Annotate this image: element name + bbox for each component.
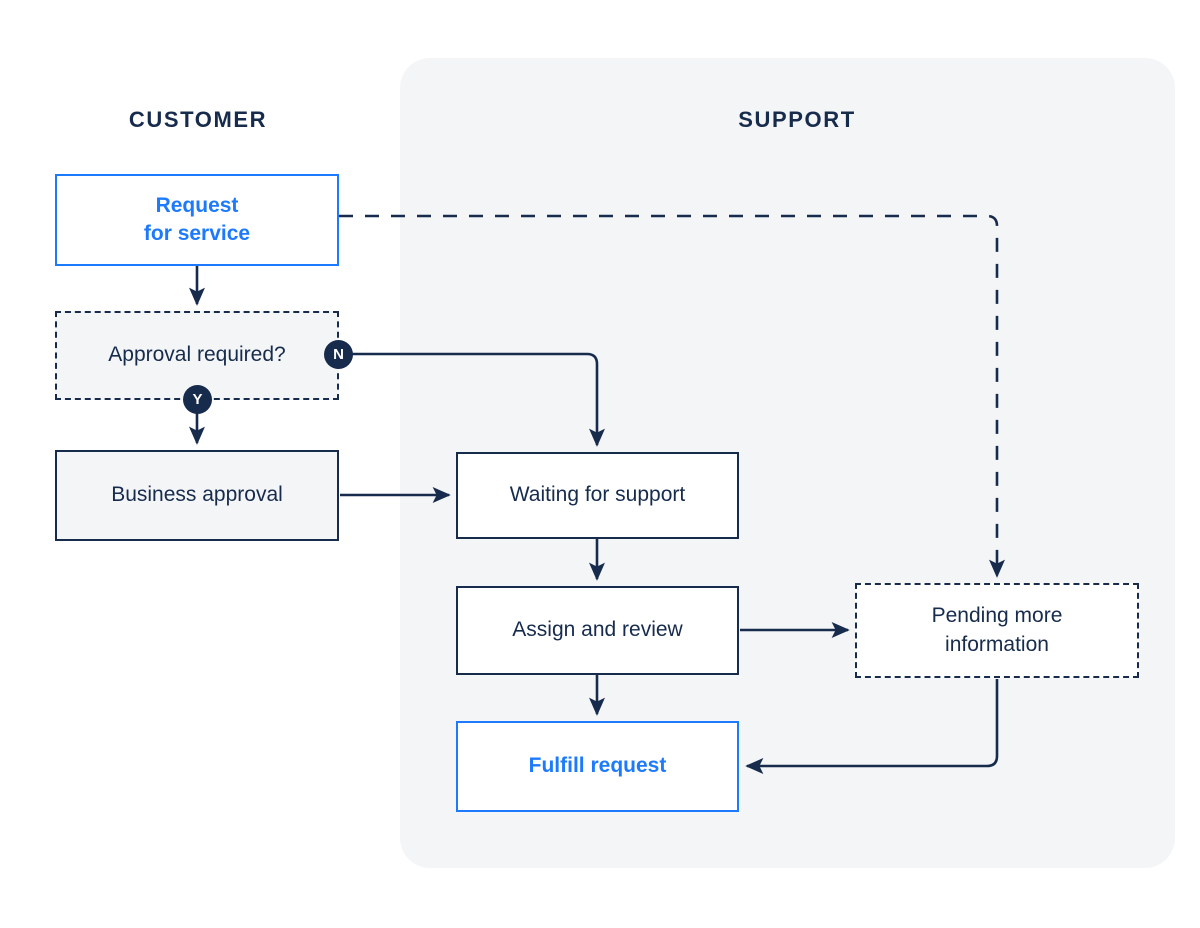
node-request-for-service-label: Request for service	[144, 192, 250, 249]
node-assign-and-review[interactable]: Assign and review	[456, 586, 739, 675]
node-label-line1: Pending more	[931, 604, 1063, 628]
node-approval-required-label: Approval required?	[108, 343, 286, 367]
node-request-for-service[interactable]: Request for service	[55, 174, 339, 266]
lane-title-customer: CUSTOMER	[128, 107, 268, 132]
node-fulfill-request[interactable]: Fulfill request	[456, 721, 739, 812]
decision-badge-no: N	[324, 340, 353, 369]
node-fulfill-request-label: Fulfill request	[528, 754, 667, 778]
node-label-line1: Request	[155, 193, 239, 217]
node-label-line2: for service	[143, 222, 251, 245]
node-waiting-for-support[interactable]: Waiting for support	[456, 452, 739, 539]
node-assign-and-review-label: Assign and review	[512, 618, 683, 642]
lane-title-support: SUPPORT	[738, 107, 856, 132]
node-pending-more-info-label: Pending more information	[932, 602, 1063, 659]
decision-badge-yes: Y	[183, 385, 212, 414]
node-business-approval-label: Business approval	[111, 483, 283, 507]
node-label-line2: information	[945, 632, 1049, 656]
node-waiting-for-support-label: Waiting for support	[509, 483, 686, 507]
node-pending-more-info[interactable]: Pending more information	[855, 583, 1139, 678]
node-business-approval[interactable]: Business approval	[55, 450, 339, 541]
